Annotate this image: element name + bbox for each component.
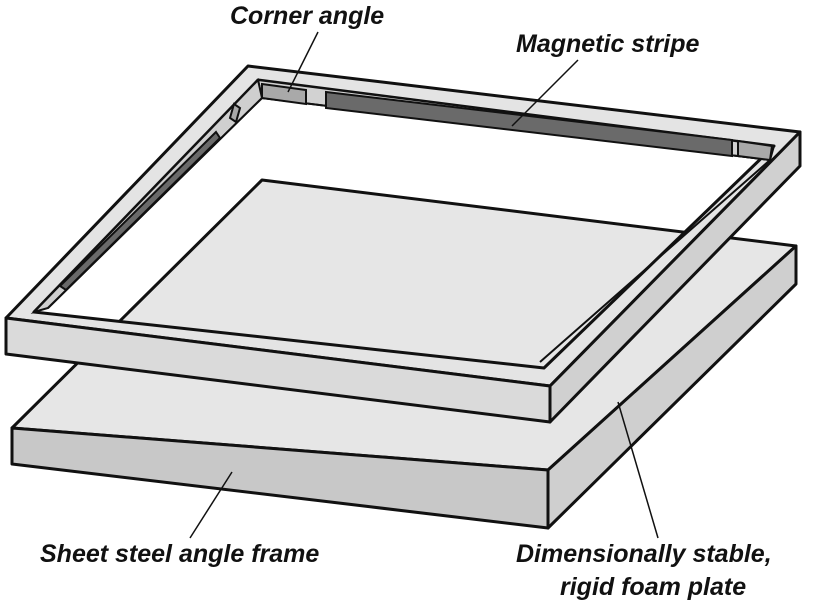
corner-angle-left bbox=[228, 102, 242, 124]
label-foam-plate-line1: Dimensionally stable, bbox=[516, 540, 772, 568]
leader-foam-plate bbox=[617, 401, 659, 539]
sheet-steel-angle-frame bbox=[4, 64, 802, 424]
label-foam-plate-line2: rigid foam plate bbox=[560, 573, 747, 601]
corner-angle-back-right bbox=[737, 139, 774, 162]
frame-right-face bbox=[548, 130, 802, 424]
label-sheet-steel-angle-frame: Sheet steel angle frame bbox=[40, 540, 320, 568]
magnetic-stripe-back bbox=[325, 90, 733, 158]
magnetic-stripe-left bbox=[58, 130, 222, 292]
label-magnetic-stripe: Magnetic stripe bbox=[516, 30, 700, 58]
leader-frame bbox=[189, 471, 233, 539]
leader-lines bbox=[189, 31, 659, 539]
leader-magnetic-stripe bbox=[511, 59, 579, 127]
corner-angle-back-left bbox=[261, 82, 307, 106]
leader-corner-angle bbox=[287, 31, 319, 93]
label-corner-angle: Corner angle bbox=[230, 2, 385, 30]
foam-plate-right-side bbox=[546, 244, 798, 530]
rigid-foam-plate bbox=[10, 178, 798, 530]
